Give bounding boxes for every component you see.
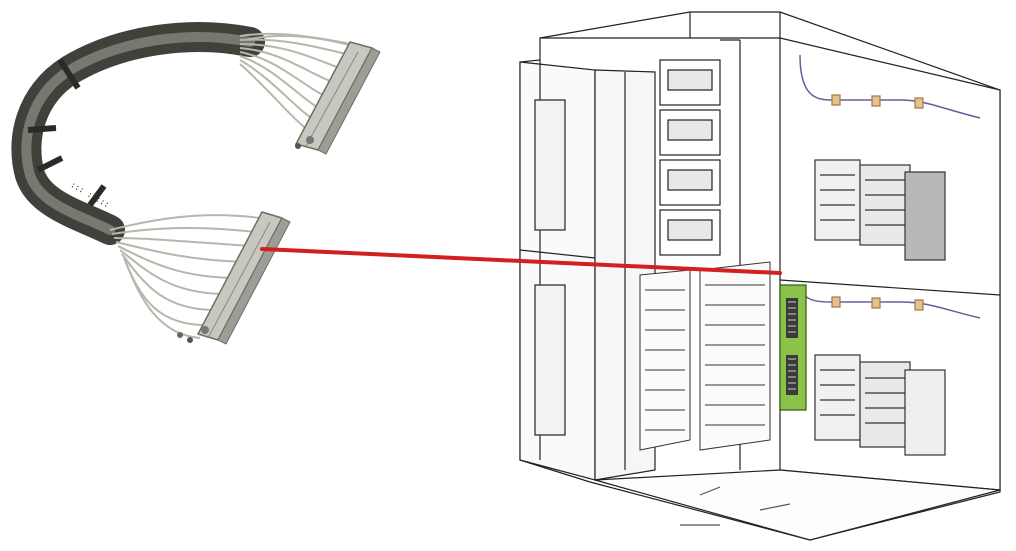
cage-cluster-upper — [814, 159, 946, 261]
ribbon-cable: ::: : ::: — [11, 22, 381, 345]
top-connector — [294, 41, 381, 155]
front-vent-top — [534, 99, 566, 231]
cable-clips — [831, 94, 924, 311]
drive-bays-upper — [659, 59, 721, 256]
drive-bays-lower — [639, 261, 771, 451]
cable-sleeve-highlight — [21, 32, 255, 235]
connector-line — [260, 247, 782, 275]
bottom-wire-fanout — [109, 214, 261, 339]
scsi-backplane — [779, 284, 807, 411]
front-vent-bottom — [534, 284, 566, 436]
server-chassis — [519, 11, 1001, 541]
internal-cable-upper — [799, 54, 981, 119]
chassis-floor — [594, 469, 1001, 541]
cage-cluster-lower — [814, 354, 946, 456]
cable-bands — [27, 58, 107, 207]
